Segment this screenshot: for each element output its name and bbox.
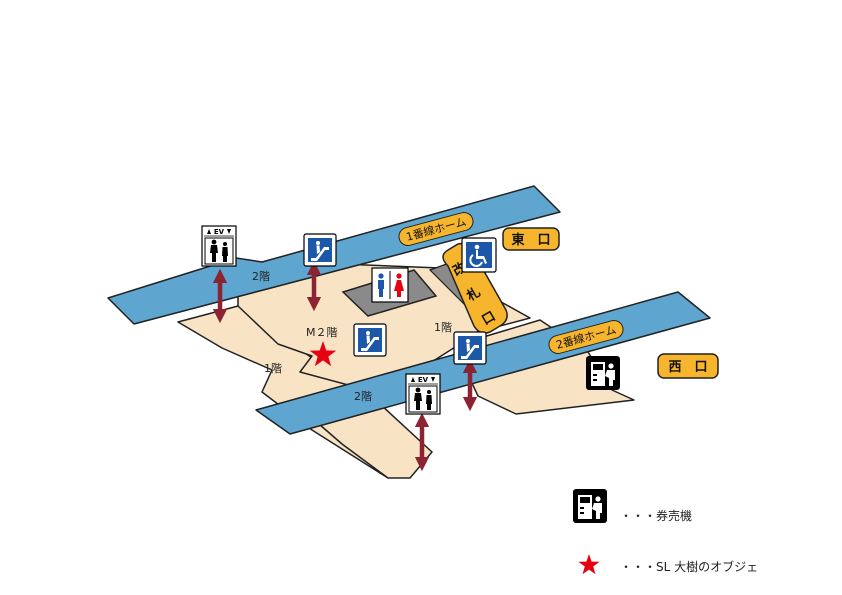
floor-label-1f-left: 1階 bbox=[264, 361, 282, 375]
east-exit-label: 東 口 bbox=[502, 227, 560, 251]
floor-label-m2: M２階 bbox=[306, 325, 338, 339]
star-icon bbox=[578, 554, 600, 575]
floor-label-2f-lower: 2階 bbox=[354, 389, 372, 403]
gate-char-2: 札 bbox=[463, 284, 483, 305]
legend-sl-object-text: ・・・SL 大樹のオブジェ bbox=[620, 559, 758, 574]
accessible-icon bbox=[461, 237, 497, 273]
svg-text:東 口: 東 口 bbox=[511, 232, 550, 248]
svg-text:EV: EV bbox=[418, 376, 429, 384]
escalator-icon bbox=[303, 233, 337, 267]
elevator-icon: EV bbox=[405, 373, 441, 415]
elevator-icon: EV bbox=[201, 225, 237, 267]
escalator-icon bbox=[353, 323, 387, 357]
floor-label-1f-right: 1階 bbox=[434, 320, 452, 334]
ticket-machine-icon bbox=[573, 489, 607, 523]
svg-text:西 口: 西 口 bbox=[668, 360, 707, 375]
svg-text:EV: EV bbox=[214, 228, 225, 236]
ticket-machine-icon bbox=[586, 356, 620, 390]
restroom-icon bbox=[371, 267, 409, 303]
west-exit-label: 西 口 bbox=[657, 353, 719, 379]
vertical-arrows bbox=[212, 260, 478, 472]
gate-char-3: 口 bbox=[480, 309, 499, 328]
floor-label-2f-upper: 2階 bbox=[252, 269, 270, 283]
star-icon bbox=[309, 341, 337, 367]
legend: ・・・券売機 ・・・SL 大樹のオブジェ bbox=[573, 489, 758, 575]
legend-ticket-machine-text: ・・・券売機 bbox=[620, 508, 692, 523]
escalator-icon bbox=[453, 331, 487, 365]
ticket-gate-label: 改 札 口 bbox=[442, 242, 508, 334]
